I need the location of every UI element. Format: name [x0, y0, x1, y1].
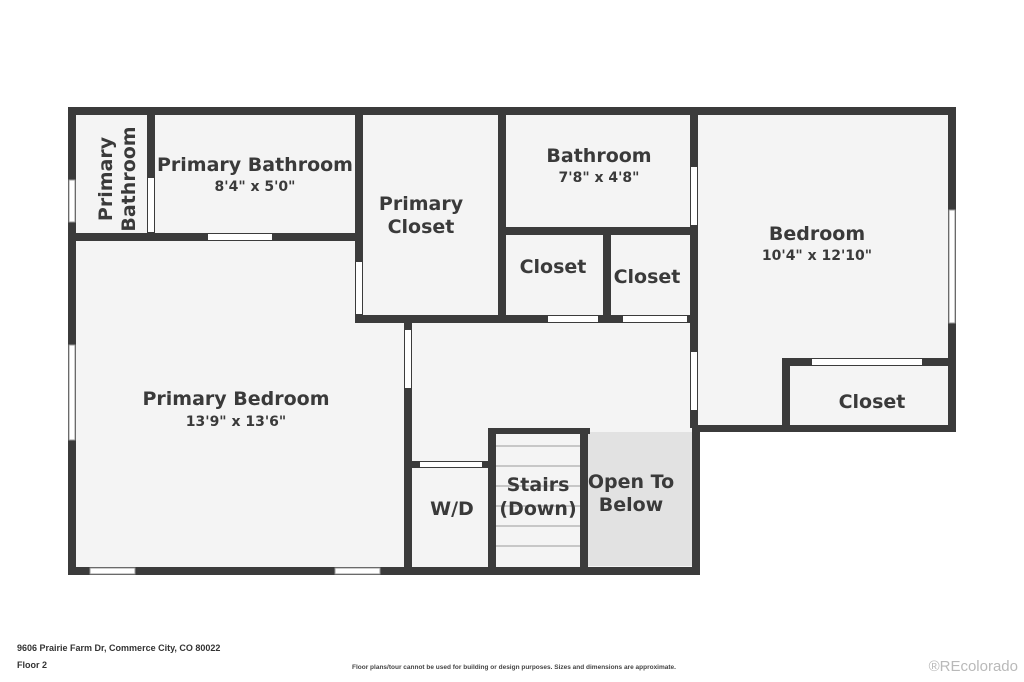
room-open-to-below: Open To Below	[588, 471, 674, 516]
brand-logo: ®REcolorado	[928, 658, 1018, 675]
room-primary-bath-small: Primary Bathroom	[95, 126, 140, 231]
floor-label: Floor 2	[17, 660, 48, 670]
stair-treads	[496, 445, 581, 547]
room-dimensions: 13'9" x 13'6"	[186, 414, 286, 430]
room-label: (Down)	[499, 498, 576, 520]
room-stairs: Stairs (Down)	[499, 474, 576, 520]
room-label: Bathroom	[546, 145, 651, 167]
room-label: Primary Bathroom	[157, 154, 353, 176]
open-to-below-area	[588, 432, 692, 566]
room-bathroom: Bathroom 7'8" x 4'8"	[546, 145, 651, 186]
room-label: Primary	[95, 136, 117, 221]
room-label: Closet	[388, 216, 455, 238]
openings	[68, 167, 956, 575]
room-bedroom: Bedroom 10'4" x 12'10"	[762, 223, 872, 264]
room-dimensions: 10'4" x 12'10"	[762, 248, 872, 264]
room-primary-bathroom: Primary Bathroom 8'4" x 5'0"	[157, 154, 353, 195]
room-closet-b: Closet	[614, 266, 681, 288]
room-label: Stairs	[507, 474, 570, 496]
room-closet-c: Closet	[839, 391, 906, 413]
room-label: Primary Bedroom	[142, 388, 329, 410]
room-label: Below	[599, 494, 664, 516]
room-laundry: W/D	[430, 498, 474, 520]
room-primary-bedroom: Primary Bedroom 13'9" x 13'6"	[142, 388, 329, 430]
room-dimensions: 7'8" x 4'8"	[559, 170, 640, 186]
room-primary-closet: Primary Closet	[379, 193, 464, 238]
room-label: Primary	[379, 193, 464, 215]
room-label: Bathroom	[118, 126, 140, 231]
room-label: Open To	[588, 471, 674, 493]
room-label: Bedroom	[769, 223, 865, 245]
room-closet-a: Closet	[520, 256, 587, 278]
disclaimer-text: Floor plans/tour cannot be used for buil…	[352, 664, 676, 671]
room-dimensions: 8'4" x 5'0"	[215, 179, 296, 195]
property-address: 9606 Prairie Farm Dr, Commerce City, CO …	[17, 643, 221, 653]
